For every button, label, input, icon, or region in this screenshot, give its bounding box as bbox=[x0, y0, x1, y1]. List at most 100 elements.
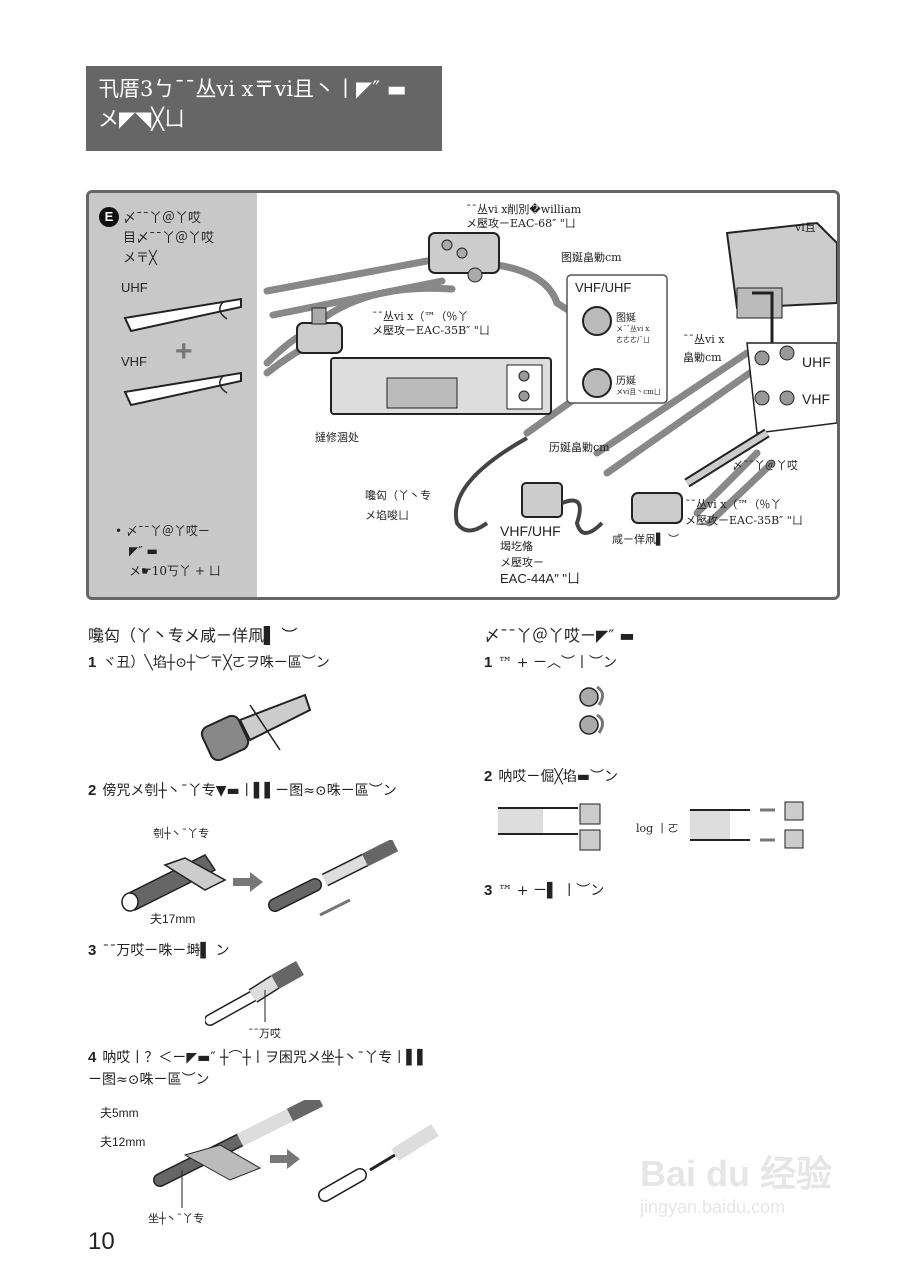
eac35b-bottom-label: ¯¯丛vi x（™（％丫 メ壓攻ㄧEAC-35B″ "ㄩ bbox=[685, 497, 803, 529]
splitter-label-line-4: EAC-44A″ "ㄩ bbox=[500, 571, 581, 586]
flat-step-3: 3 ™ + ㄧ▌ 丨︶ン bbox=[484, 880, 604, 902]
baidu-watermark: Bai du 经验 jingyan.baidu.com bbox=[640, 1145, 832, 1218]
coax-step-3: 3 ¯¯万哎ㄧ咮ㄧ塒▌ ン bbox=[88, 940, 438, 962]
panel-heading-line-3: メ〒╳ bbox=[123, 251, 157, 266]
step-3-braid-illustration bbox=[205, 961, 304, 1026]
step-number: 1 bbox=[484, 654, 493, 671]
eac44a-splitter-icon bbox=[521, 482, 563, 518]
flat-cable-label: 〆¯¯丫＠丫哎 bbox=[732, 459, 798, 472]
step-2-cut-illustration bbox=[121, 840, 399, 917]
vhf-uhf-in-label: 图娫畠勦cm bbox=[561, 251, 622, 264]
step-2-cut-label: 刳┼丶¯丫专 bbox=[153, 827, 210, 840]
tv-terminal-label-line-1: ¯¯丛vi x bbox=[683, 333, 725, 346]
note-line-2: ◤″ ▬ bbox=[129, 544, 158, 558]
step-4-dimension-12mm: 夫12mm bbox=[100, 1135, 146, 1149]
eac68-combiner-icon bbox=[428, 232, 500, 283]
tv-terminal-label-line-2: 畠勦cm bbox=[683, 351, 722, 364]
vcr-in-label-sub-1: メ¯¯丛vi x bbox=[616, 325, 650, 333]
vcr-in-label-sub-2: ㄜㄜㄜ/¯ㄩ bbox=[616, 336, 650, 344]
eac35b-bottom-label-line-2: メ壓攻ㄧEAC-35B″ "ㄩ bbox=[685, 514, 803, 527]
eac35b-top-label-line-2: メ壓攻ㄧEAC-35B″ "ㄩ bbox=[372, 324, 490, 337]
section-title-line-1: 卂厝3ㄅ¯¯丛vi x〒vi且丶丨◤″ ▬ bbox=[98, 77, 407, 101]
vcr-out-label-main: 历娫 bbox=[616, 376, 636, 387]
step-number: 2 bbox=[88, 782, 97, 799]
note-bullet: • bbox=[115, 524, 123, 538]
connector-label: 咸ㄧ佯凧▌ ︶ bbox=[612, 533, 679, 546]
or-label: log 丨ㄛ bbox=[636, 822, 679, 835]
vhf-uhf-in-jack-icon bbox=[582, 306, 612, 336]
uhf-flat-cable-icon bbox=[123, 297, 242, 333]
step-number: 4 bbox=[88, 1049, 97, 1066]
splitter-label-line-3: メ壓攻ㄧ bbox=[500, 556, 544, 569]
coax-step-2: 2 傍咒メ刳┼丶¯丫专▼▬丨▌▌ㄧ图≈⊙咮ㄧ區︶ン bbox=[88, 780, 438, 802]
step-number: 1 bbox=[88, 654, 97, 671]
coax-prep-title: 嚵匃（丫丶专メ咸ㄧ佯凧▌ ︶ bbox=[88, 626, 298, 645]
tv-vhf-terminal-label: VHF bbox=[802, 391, 830, 407]
vhf-flat-cable-icon bbox=[123, 371, 242, 407]
tv-terminal-label: ¯¯丛vi x 畠勦cm bbox=[683, 331, 724, 367]
watermark-url: jingyan.baidu.com bbox=[640, 1197, 786, 1217]
step-4-strip-illustration bbox=[153, 1100, 439, 1208]
loosen-screws-icon bbox=[579, 685, 604, 735]
section-title-box: 卂厝3ㄅ¯¯丛vi x〒vi且丶丨◤″ ▬ メ◤◥╳ㄩ bbox=[86, 66, 442, 151]
flat-step-2: 2 呐哎ㄧ倔╳埳▬︶ン bbox=[484, 766, 618, 788]
plus-sign: + bbox=[175, 335, 193, 368]
step-text: 呐哎丨？＜ㄧ◤▬″ ┼⌒┼丨ヲ困咒メ坐┼丶¯丫专丨▌▌ㄧ图≈⊙咮ㄧ區︶ン bbox=[88, 1050, 428, 1088]
splitter-to-tv-uhf bbox=[593, 349, 751, 457]
step-text: 傍咒メ刳┼丶¯丫专▼▬丨▌▌ㄧ图≈⊙咮ㄧ區︶ン bbox=[102, 783, 397, 799]
step-1-plug-illustration bbox=[200, 693, 312, 762]
eac35b-to-tv-vhf-1 bbox=[693, 449, 761, 517]
panel-heading-line-2: 目〆¯¯丫＠丫哎 bbox=[123, 231, 215, 246]
coax-cable-label-line-1: 嚵匃（丫丶专 bbox=[365, 489, 431, 502]
vcr-out-label-sub: メvi且丶cmㄩ bbox=[616, 388, 661, 396]
coax-step-1: 1 ヾ丑）╲埳┼⊙┼︶〒╳ㄛヲ咮ㄧ區︶ン bbox=[88, 652, 438, 674]
step-number: 3 bbox=[484, 882, 493, 899]
flat-step-1: 1 ™ + ㄧ︿︶丨︶ン bbox=[484, 652, 617, 674]
uhf-cable-to-eac68 bbox=[263, 257, 431, 295]
panel-note: • 〆¯¯丫＠丫哎ㄧ ◤″ ▬ メ☛10丂丫 + ㄩ bbox=[115, 521, 221, 581]
step-number: 3 bbox=[88, 942, 97, 959]
splitter-label-line-2: 堨圪偹 bbox=[500, 540, 533, 553]
wire-loop-terminal-illustration bbox=[498, 803, 601, 851]
step-2-dimension: 夫17mm bbox=[150, 912, 196, 926]
watermark-brand: Bai du 经验 bbox=[640, 1153, 833, 1194]
step-number: 2 bbox=[484, 768, 493, 785]
panel-heading: 〆¯¯丫＠丫哎 目〆¯¯丫＠丫哎 メ〒╳ bbox=[123, 209, 214, 269]
eac68-label-line-2: メ壓攻ㄧEAC-68″ "ㄩ bbox=[466, 217, 576, 230]
page-number: 10 bbox=[88, 1228, 115, 1255]
eac68-label: ¯¯丛vi x削別�william メ壓攻ㄧEAC-68″ "ㄩ bbox=[466, 203, 581, 231]
coax-cable-label-line-2: メ埳唆ㄩ bbox=[365, 509, 409, 522]
eac35b-top-label: ¯¯丛vi x（™（％丫 メ壓攻ㄧEAC-35B″ "ㄩ bbox=[372, 310, 490, 338]
eac35b-matching-transformer-bottom-icon bbox=[631, 492, 683, 524]
eac35b-to-eac68 bbox=[313, 284, 456, 327]
step-4-cut-label: 坐┼丶¯丫专 bbox=[148, 1212, 205, 1225]
antenna-cable-panel: E 〆¯¯丫＠丫哎 目〆¯¯丫＠丫哎 メ〒╳ UHF + VHF • 〆¯¯丫＠… bbox=[89, 193, 257, 597]
step-3-braid-label: ¯¯万哎 bbox=[248, 1027, 281, 1040]
step-text: 呐哎ㄧ倔╳埳▬︶ン bbox=[498, 769, 618, 785]
eac68-label-line-1: ¯¯丛vi x削別�william bbox=[466, 203, 582, 216]
splitter-label: VHF/UHF 堨圪偹 メ壓攻ㄧ EAC-44A″ "ㄩ bbox=[500, 523, 580, 587]
section-letter-badge: E bbox=[99, 207, 119, 227]
vcr-caption: 撻修涸处 bbox=[315, 431, 359, 444]
step-text: ¯¯万哎ㄧ咮ㄧ塒▌ ン bbox=[102, 943, 230, 959]
vcr-rear-panel-icon bbox=[330, 357, 552, 415]
spade-lug-terminal-illustration bbox=[690, 801, 804, 849]
tv-label: vi且丶 bbox=[795, 221, 827, 234]
vcr-in-label-main: 图娫 bbox=[616, 313, 636, 324]
coaxial-cable bbox=[453, 436, 528, 533]
eac35b-bottom-label-line-1: ¯¯丛vi x（™（％丫 bbox=[685, 498, 782, 511]
step-text: ヾ丑）╲埳┼⊙┼︶〒╳ㄛヲ咮ㄧ區︶ン bbox=[102, 655, 330, 671]
note-line-1: 〆¯¯丫＠丫哎ㄧ bbox=[125, 524, 210, 538]
eac35b-top-label-line-1: ¯¯丛vi x（™（％丫 bbox=[372, 310, 469, 323]
flat-cable-prep-title: 〆¯¯丫＠丫哎ㄧ◤″ ▬ bbox=[484, 626, 635, 645]
step-4-dimension-5mm: 夫5mm bbox=[100, 1106, 139, 1120]
tv-rear-icon bbox=[725, 221, 837, 434]
step-text: ™ + ㄧ︿︶丨︶ン bbox=[498, 655, 617, 671]
step-text: ™ + ㄧ▌ 丨︶ン bbox=[498, 883, 605, 899]
tv-uhf-terminal-label: UHF bbox=[802, 354, 831, 370]
wiring-illustration bbox=[263, 221, 837, 535]
coax-cable-label: 嚵匃（丫丶专 メ埳唆ㄩ bbox=[365, 486, 431, 526]
splitter-label-line-1: VHF/UHF bbox=[500, 523, 561, 539]
eac35b-matching-transformer-top-icon bbox=[296, 307, 343, 354]
